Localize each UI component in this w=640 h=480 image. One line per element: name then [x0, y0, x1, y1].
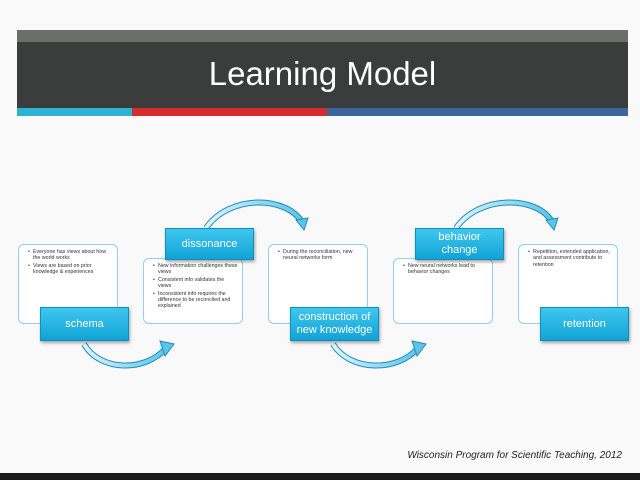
schema-point: Views are based on prior knowledge & exp… — [28, 263, 113, 276]
accent-stripe-cyan — [17, 108, 132, 116]
stage-label-text: change — [441, 244, 478, 256]
stage-label-text: new knowledge — [296, 324, 373, 336]
stage-label-text: behavior — [438, 231, 481, 243]
stage-label-text: construction of — [298, 311, 371, 323]
bottom-bar — [0, 473, 640, 480]
accent-stripe-red — [132, 108, 327, 116]
arrow-construction-to-behavior-change — [330, 340, 427, 369]
arrow-schema-to-dissonance — [81, 340, 175, 369]
title-bar: Learning Model — [17, 30, 628, 108]
retention-point: Repetition, extended application, and as… — [528, 249, 613, 268]
dissonance-point: Inconsistent info requires the differenc… — [153, 291, 238, 310]
title-bar-top-strip — [17, 30, 628, 42]
stage-label-retention: retention — [540, 307, 629, 341]
dissonance-point: Consistent info validates the views — [153, 277, 238, 290]
behavior-change-point: New neural networks lead to behavior cha… — [403, 263, 488, 276]
arrow-dissonance-to-construction — [203, 199, 309, 232]
construction-point: During the reconciliation, new neural ne… — [278, 249, 363, 262]
stage-label-text: retention — [563, 317, 606, 330]
stage-label-text: schema — [65, 317, 104, 330]
stage-label-text: dissonance — [181, 237, 238, 250]
dissonance-point: New information challenges these views — [153, 263, 238, 276]
stage-card-dissonance: New information challenges these views C… — [143, 258, 243, 324]
stage-label-schema: schema — [40, 307, 129, 341]
slide-credit: Wisconsin Program for Scientific Teachin… — [407, 450, 622, 461]
accent-stripe-blue — [327, 108, 628, 116]
stage-card-behavior-change: New neural networks lead to behavior cha… — [393, 258, 493, 324]
stage-label-construction: construction of new knowledge — [290, 307, 379, 341]
stage-label-behavior-change: behavior change — [415, 228, 504, 260]
arrow-behavior-change-to-retention — [453, 199, 559, 232]
schema-point: Everyone has views about how the world w… — [28, 249, 113, 262]
slide-title: Learning Model — [208, 55, 437, 92]
stage-label-dissonance: dissonance — [165, 228, 254, 260]
